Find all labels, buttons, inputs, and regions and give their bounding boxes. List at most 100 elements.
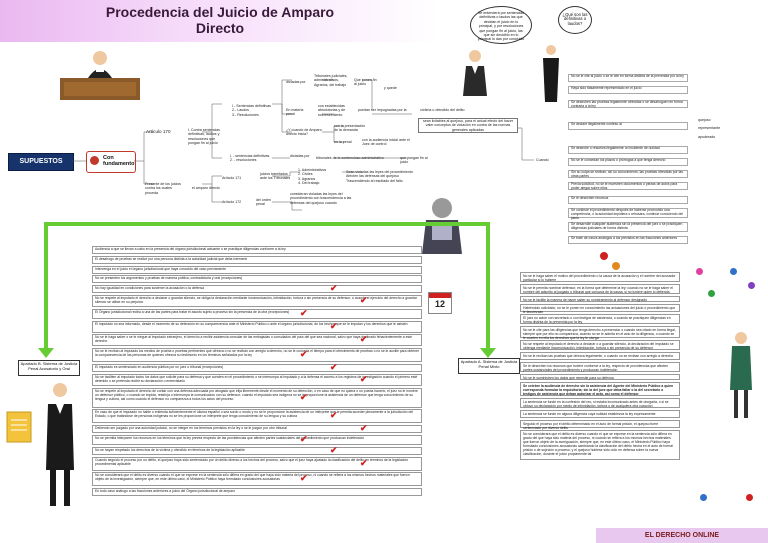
center-list-item: No se faciliten al imputado todos los da… bbox=[92, 374, 422, 386]
node-orden-penal: del orden penal bbox=[256, 198, 278, 207]
center-list-item: En caso de que el imputado no hable o en… bbox=[92, 409, 422, 423]
check-icon: ✔ bbox=[360, 424, 368, 433]
node-articulo-170: Artículo 170 bbox=[146, 130, 186, 134]
node-en-la-penal: en la penal bbox=[334, 140, 358, 144]
node-amparo-directo: el amparo directo bbox=[192, 186, 220, 190]
center-list-item: El desahogo de pruebas se realice por un… bbox=[92, 256, 422, 264]
pushpin-icon bbox=[746, 494, 753, 501]
node-que-ponen: Que ponen fin al juicio bbox=[354, 78, 378, 87]
node-establecidas: con establecidas absolutorias y de sobre… bbox=[318, 104, 354, 117]
woman-illustration bbox=[726, 330, 756, 420]
right-lower-item: Seguido el proceso por el delito determi… bbox=[520, 420, 680, 428]
node-victima: víctima u ofendido del delito bbox=[420, 108, 474, 112]
node-puedan-ser: puedan ser impugnadas por la bbox=[358, 108, 412, 112]
node-sean-violadas: Sean violadas las leyes del procedimient… bbox=[346, 170, 418, 183]
node-presentacion: con la presentación de la demanda bbox=[334, 124, 370, 133]
node-licitables: sean licitables al quejoso, para el actu… bbox=[418, 118, 518, 133]
pushpin-icon bbox=[696, 268, 703, 275]
center-list-item: No hay igualdad en condiciones para sost… bbox=[92, 285, 422, 293]
center-list-item: El imputado es sentenciado en audiencia … bbox=[92, 364, 422, 372]
apartado-b-box: Apartado B. Sistema de Justicia Penal Ac… bbox=[18, 360, 80, 376]
title-line-2: Directo bbox=[70, 20, 370, 36]
right-top-item: Se continúe el procedimiento después de … bbox=[568, 208, 688, 218]
node-dictadas-por: dictadas por bbox=[286, 80, 310, 84]
right-lower-item: La sentencia se funde en la confesión de… bbox=[520, 398, 680, 408]
calendar-day: 12 bbox=[429, 298, 451, 311]
right-top-item: Se trate de casos análogos a los previst… bbox=[568, 236, 688, 244]
center-list-item: No se considerará que el delito es diver… bbox=[92, 472, 422, 486]
check-icon: ✔ bbox=[300, 350, 308, 359]
node-contencioso: tribunales de lo contencioso administrat… bbox=[316, 156, 396, 160]
node-dictadas-por-2: dictadas por bbox=[290, 154, 312, 158]
right-lower-item: Se celebre la audiencia de derecho sin l… bbox=[520, 382, 680, 396]
apartado-a-box: Apartado A. Sistema de Justicia Penal Mi… bbox=[458, 358, 520, 374]
node-sentencias: I.- Sentencias definitivas 2.- Laudos 3.… bbox=[232, 104, 278, 117]
right-lower-item: No se le suministren los datos que neces… bbox=[520, 374, 680, 380]
right-lower-item: No se le permita nombrar defensor, en la… bbox=[520, 284, 680, 294]
node-fraccion-i: I. Contra sentencias definitivas, laudos… bbox=[188, 128, 222, 146]
right-top-item: No se le cite al juicio o se le cite en … bbox=[568, 74, 688, 82]
right-lower-item: Habiéndolo solicitado, no se le ponen en… bbox=[520, 304, 680, 312]
arrow-down-icon bbox=[38, 348, 54, 358]
right-lower-item: No se le cite para las diligencias que t… bbox=[520, 326, 680, 338]
center-list-item: No se hayan respetado los derechos de la… bbox=[92, 447, 422, 455]
confeso-sub-item: apoderado bbox=[698, 135, 738, 139]
center-list-item: No se presenten los argumentos y pruebas… bbox=[92, 275, 422, 283]
tree-connectors bbox=[72, 70, 572, 230]
right-lower-item: El juez no actúe con secretario o con te… bbox=[520, 314, 680, 324]
calendar-icon: 12 bbox=[428, 292, 452, 314]
node-articulo-171: Artículo 171 bbox=[222, 176, 252, 180]
check-icon: ✔ bbox=[330, 284, 338, 293]
right-lower-item: No se le reciban las pruebas que ofrezca… bbox=[520, 352, 680, 360]
right-top-item: No se le concedan los plazos o prórrogas… bbox=[568, 158, 688, 166]
node-que-pongan: que pongan fin al juicio bbox=[400, 156, 436, 165]
lawyer-woman-illustration bbox=[40, 380, 80, 510]
right-top-item: Previa solicitud, no se le muestren docu… bbox=[568, 182, 688, 190]
right-top-item: Sin su culpa se reciban, sin su conocimi… bbox=[568, 170, 688, 178]
check-icon: ✔ bbox=[330, 411, 338, 420]
pushpin-icon bbox=[612, 262, 620, 270]
node-articulo-172: Artículo 172 bbox=[222, 200, 252, 204]
node-inicia: ¿Y cuando de Amparo directo inicia? bbox=[286, 128, 322, 137]
node-presentes: Presente de los juicios contra los cuale… bbox=[145, 182, 185, 195]
check-icon: ✔ bbox=[360, 296, 368, 305]
check-icon: ✔ bbox=[300, 474, 308, 483]
check-icon: ✔ bbox=[300, 435, 308, 444]
right-top-item: Se desarrolle cualquier audiencia sin la… bbox=[568, 222, 688, 232]
supuestos-box: SUPUESTOS bbox=[8, 153, 74, 171]
center-list-item: Intervenga en el juicio el órgano jurisd… bbox=[92, 266, 422, 274]
arrow-down-icon bbox=[480, 348, 496, 358]
center-list-item: No se respete al imputado el derecho de … bbox=[92, 388, 422, 408]
right-lower-item: No se considerará que el delito es diver… bbox=[520, 430, 680, 460]
node-y-quede: y quede bbox=[384, 86, 402, 90]
node-cuando: Cuando bbox=[536, 158, 558, 162]
center-list-item: Audiencia a que se llevan a cabo en la p… bbox=[92, 246, 422, 254]
center-list-item: No se permita interponer los recursos en… bbox=[92, 435, 422, 445]
pushpin-icon bbox=[748, 282, 755, 289]
right-top-item: Se le desechen recursos bbox=[568, 196, 688, 204]
footer-banner: EL DERECHO ONLINE bbox=[596, 528, 768, 543]
right-lower-item: La sentencia se funde en alguna diligenc… bbox=[520, 410, 680, 418]
center-list-item: Cuando seguido el proceso por un delito,… bbox=[92, 457, 422, 471]
green-connector-left bbox=[44, 222, 48, 354]
check-icon: ✔ bbox=[300, 309, 308, 318]
node-consideran: consideran violadas las leyes del proced… bbox=[290, 192, 366, 205]
folder-icon bbox=[6, 410, 32, 444]
confeso-sub-item: quejoso bbox=[698, 118, 738, 122]
node-materia-penal: En materia penal bbox=[286, 108, 312, 117]
center-list-item: No se le reciban al imputado los medios … bbox=[92, 348, 422, 362]
page-title: Procedencia del Juicio de Amparo Directo bbox=[70, 4, 370, 36]
right-lower-item: No se le haga saber el motivo del proced… bbox=[520, 272, 680, 282]
node-resoluciones: I. - sentencias definitivas 2. - resoluc… bbox=[230, 154, 282, 163]
right-top-item: Haya sido falsamente representado en el … bbox=[568, 86, 688, 94]
right-lower-item: No se le facilite la manera de hacer sab… bbox=[520, 296, 680, 302]
check-icon: ✔ bbox=[300, 393, 308, 402]
check-icon: ✔ bbox=[330, 446, 338, 455]
right-top-item: Se deseche o resuelva ilegalmente un inc… bbox=[568, 146, 688, 154]
center-list-item: No se le haga saber o se le niegue al im… bbox=[92, 334, 422, 346]
pushpin-icon bbox=[730, 268, 737, 275]
check-icon: ✔ bbox=[360, 375, 368, 384]
node-tribunales: Tribunales judiciales, administrativos, … bbox=[314, 74, 350, 87]
center-list-item: No se respete al imputado el derecho a d… bbox=[92, 295, 422, 307]
pushpin-icon bbox=[700, 494, 707, 501]
